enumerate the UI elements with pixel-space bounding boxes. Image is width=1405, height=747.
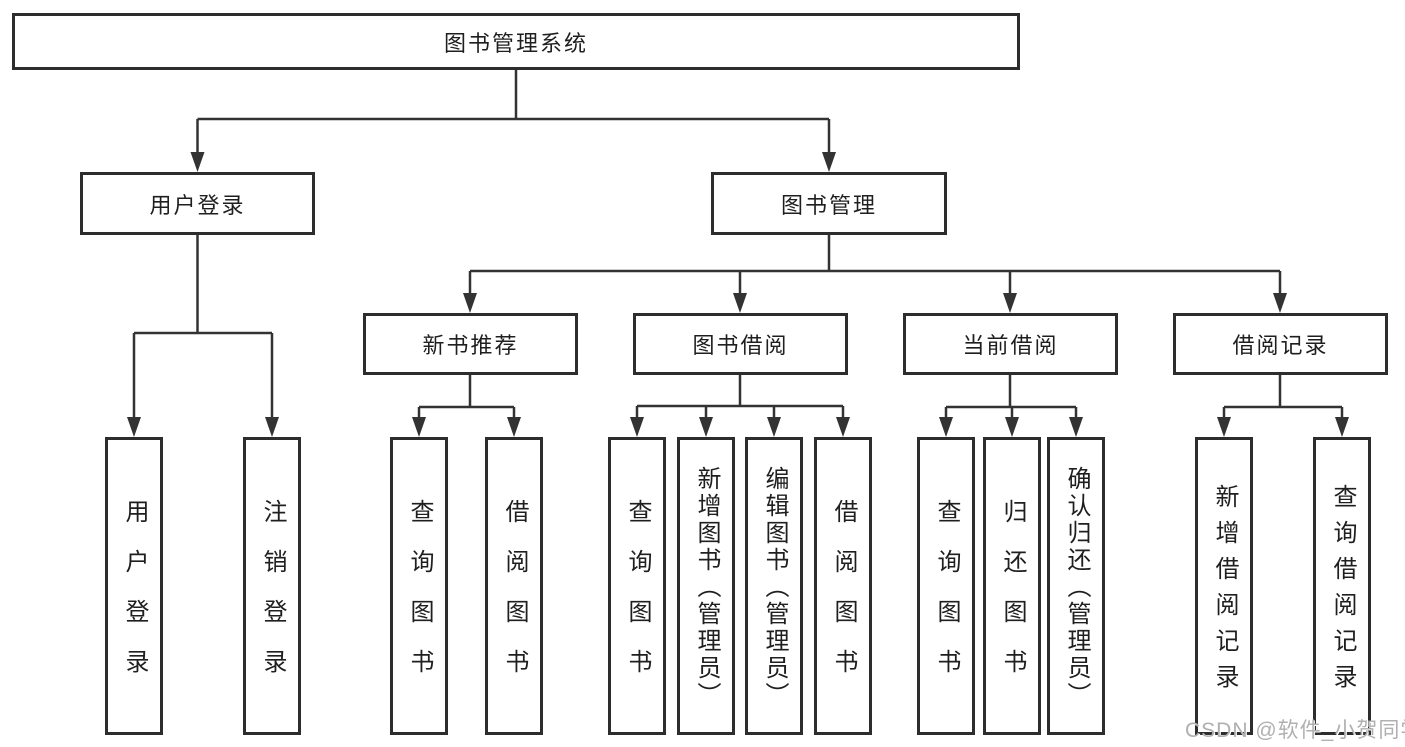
node-book-borrowing-label: 图书借阅 — [692, 333, 789, 358]
leaf-label: 注销登录 — [259, 499, 286, 699]
node-borrowing-records: 借阅记录 — [1173, 313, 1388, 375]
leaf-query-borrow-record: 查询借阅记录 — [1313, 437, 1371, 735]
leaf-label: 新增图书（管理员） — [693, 466, 720, 709]
node-current-borrowing-label: 当前借阅 — [962, 333, 1059, 358]
leaf-label: 借阅图书 — [830, 499, 857, 699]
leaf-label: 用户登录 — [121, 499, 148, 699]
leaf-add-books-admin: 新增图书（管理员） — [677, 437, 735, 735]
leaf-label: 查询借阅记录 — [1329, 484, 1356, 700]
node-user-login-label: 用户登录 — [149, 192, 246, 218]
leaf-label: 查询图书 — [406, 499, 433, 699]
leaf-add-borrow-record: 新增借阅记录 — [1195, 437, 1253, 735]
leaf-confirm-return-admin: 确认归还（管理员） — [1047, 437, 1105, 735]
node-book-management: 图书管理 — [711, 172, 947, 235]
leaf-query-books-borrowing: 查询图书 — [608, 437, 666, 735]
leaf-logout: 注销登录 — [243, 437, 301, 735]
node-root-label: 图书管理系统 — [443, 30, 588, 56]
leaf-edit-books-admin: 编辑图书（管理员） — [745, 437, 803, 735]
arrowheads — [127, 152, 1349, 437]
node-borrowing-records-label: 借阅记录 — [1232, 333, 1329, 358]
leaf-return-books: 归还图书 — [983, 437, 1041, 735]
leaf-label: 查询图书 — [624, 499, 651, 699]
node-book-management-label: 图书管理 — [780, 192, 877, 218]
leaf-borrow-books-newbooks: 借阅图书 — [485, 437, 543, 735]
leaf-label: 查询图书 — [933, 499, 960, 699]
node-new-book-recommend-label: 新书推荐 — [422, 333, 519, 358]
leaf-query-books-newbooks: 查询图书 — [390, 437, 448, 735]
node-root: 图书管理系统 — [12, 13, 1020, 70]
connector-path — [132, 68, 1344, 419]
leaf-query-books-current: 查询图书 — [917, 437, 975, 735]
node-book-borrowing: 图书借阅 — [633, 313, 848, 375]
node-current-borrowing: 当前借阅 — [903, 313, 1118, 375]
leaf-label: 确认归还（管理员） — [1063, 466, 1090, 709]
watermark: CSDN @软件_小贺同学 — [1185, 719, 1405, 742]
leaf-user-login: 用户登录 — [105, 437, 163, 735]
leaf-label: 归还图书 — [999, 499, 1026, 699]
node-user-login: 用户登录 — [80, 172, 315, 235]
leaf-label: 编辑图书（管理员） — [761, 466, 788, 709]
leaf-label: 借阅图书 — [501, 499, 528, 699]
node-new-book-recommend: 新书推荐 — [363, 313, 578, 375]
leaf-borrow-books-borrowing: 借阅图书 — [814, 437, 872, 735]
leaf-label: 新增借阅记录 — [1211, 484, 1238, 700]
